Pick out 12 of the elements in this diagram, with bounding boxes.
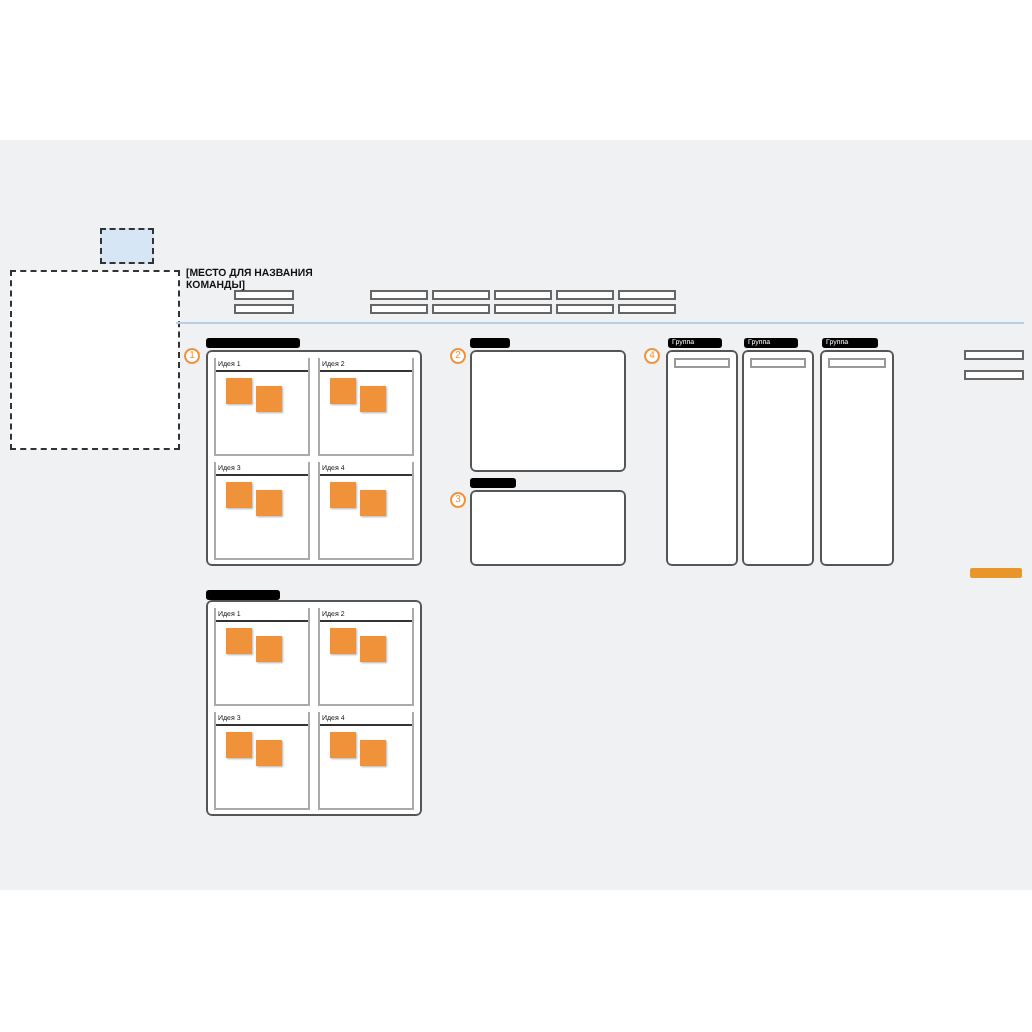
board-frame	[206, 600, 422, 816]
idea-card	[318, 358, 414, 456]
panel-box	[470, 490, 626, 566]
board-frame	[206, 350, 422, 566]
panel-box	[470, 350, 626, 472]
idea-card	[214, 358, 310, 456]
idea-card	[214, 462, 310, 560]
idea-card	[318, 712, 414, 810]
idea-card	[214, 608, 310, 706]
idea-card	[214, 712, 310, 810]
idea-card	[318, 608, 414, 706]
idea-card	[318, 462, 414, 560]
